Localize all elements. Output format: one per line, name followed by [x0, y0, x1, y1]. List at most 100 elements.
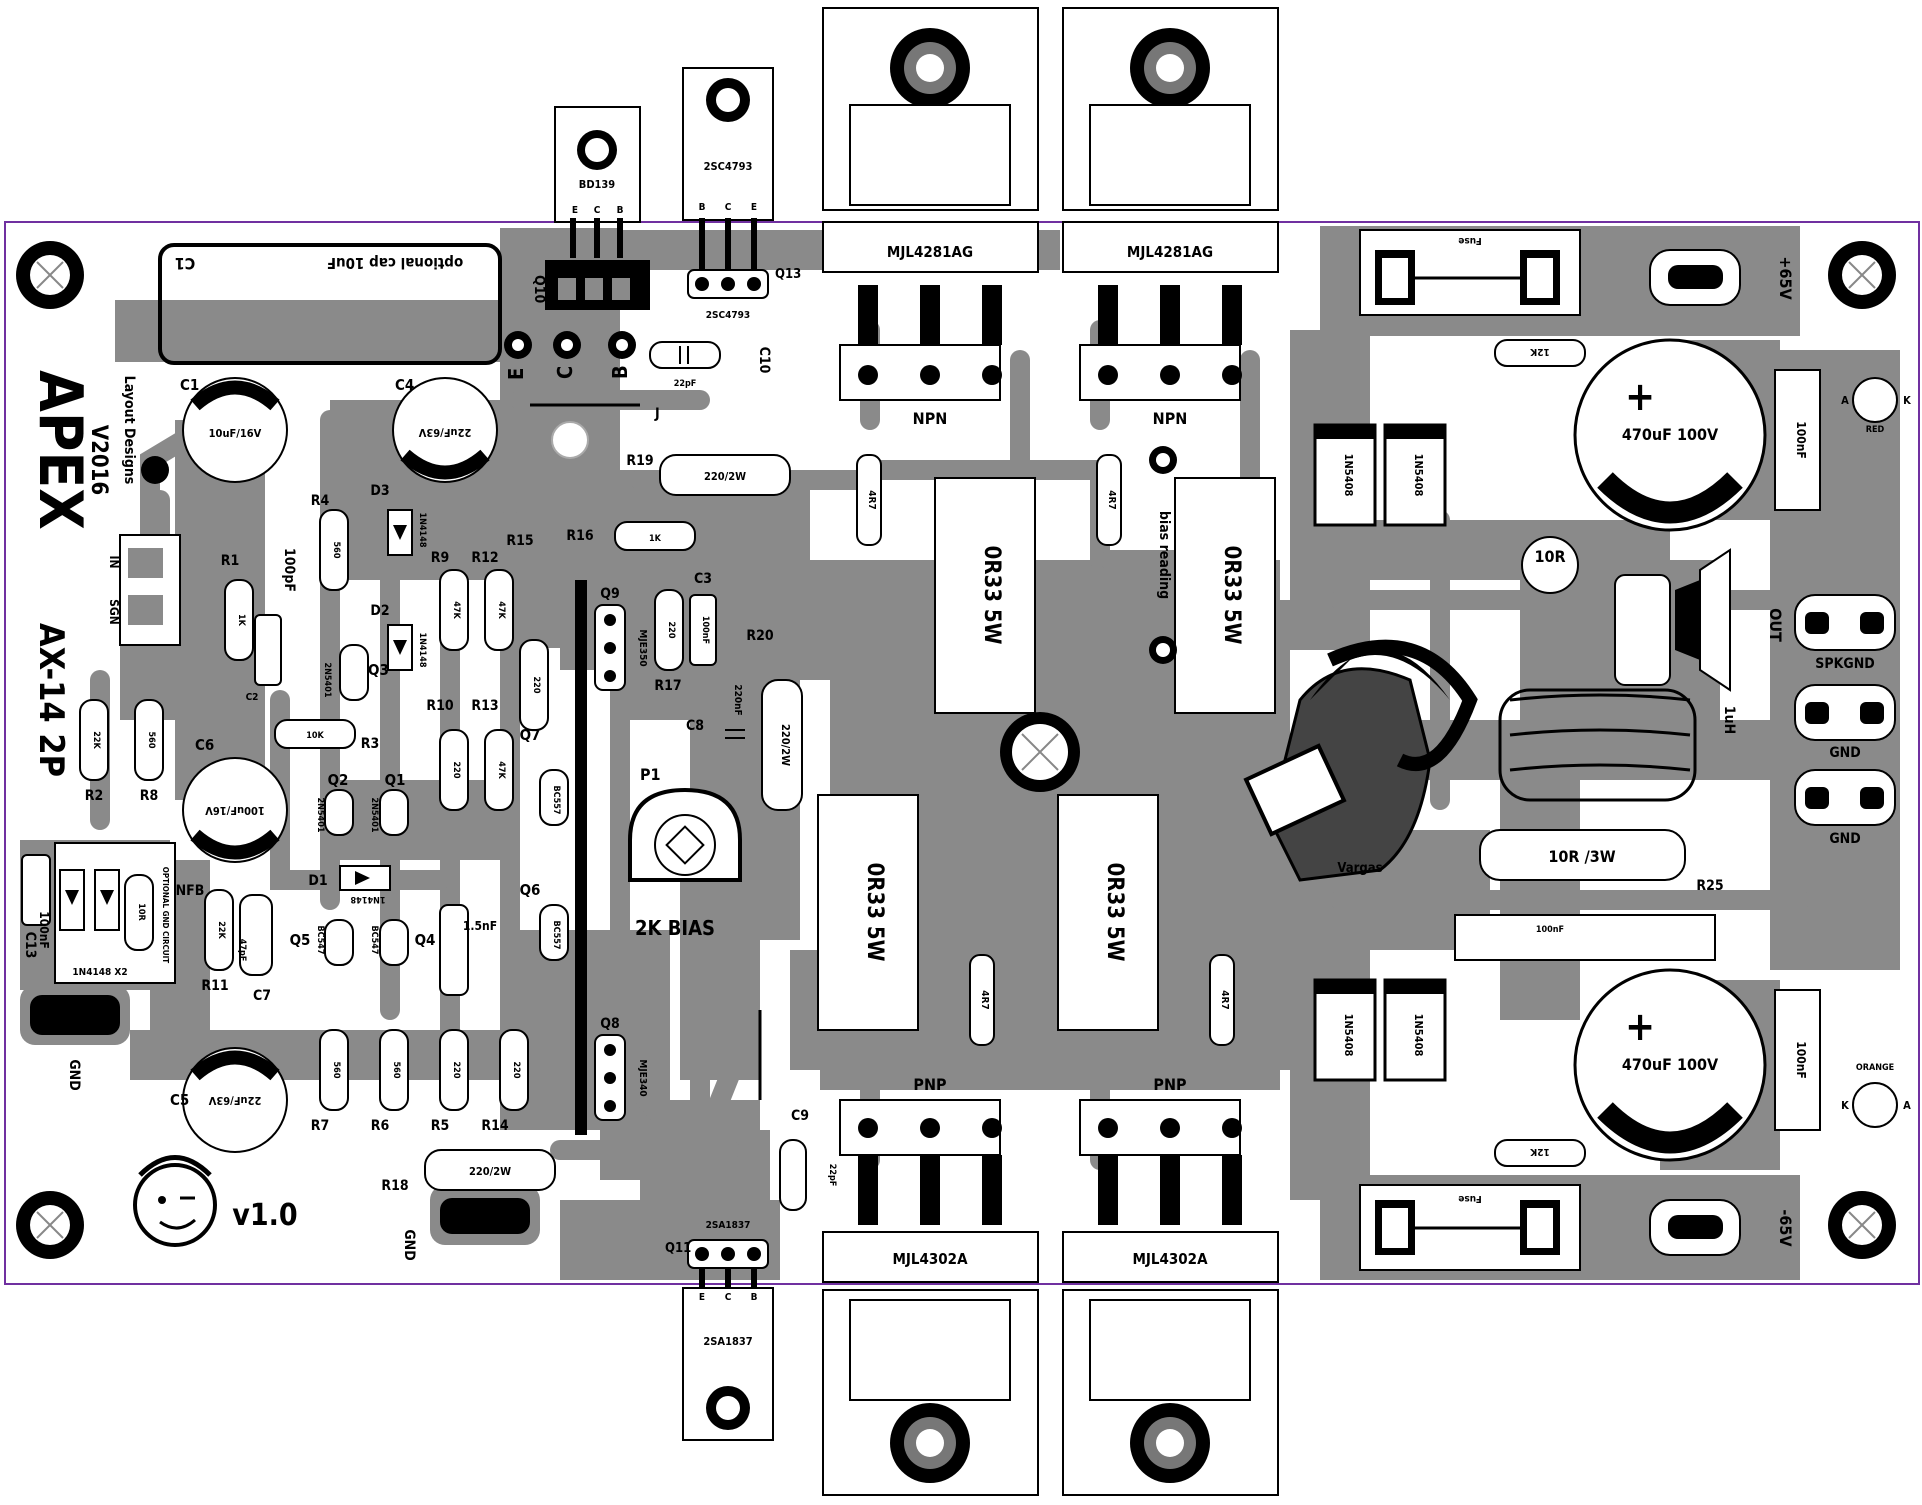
svg-text:10K: 10K [306, 731, 324, 741]
svg-text:Q6: Q6 [520, 881, 541, 899]
svg-text:R5: R5 [431, 1118, 449, 1134]
svg-text:47K: 47K [496, 761, 506, 779]
svg-text:47K: 47K [451, 601, 461, 619]
base-resistors-4r7: 4R7 4R7 4R7 4R7 [856, 454, 1235, 1046]
svg-text:10R: 10R [136, 903, 146, 921]
svg-text:OUT: OUT [1766, 608, 1785, 642]
mounting-holes [16, 241, 1896, 1259]
small-resistors [79, 454, 803, 1191]
svg-text:R25: R25 [1696, 878, 1723, 894]
svg-text:BC557: BC557 [551, 920, 561, 949]
svg-text:1N5408: 1N5408 [1342, 1014, 1355, 1057]
svg-text:220: 220 [531, 677, 541, 694]
svg-text:10uF/16V: 10uF/16V [209, 427, 262, 440]
q13-package: 2SC4793 B C E 2SC4793 Q13 [682, 67, 801, 321]
svg-text:220/2W: 220/2W [779, 724, 792, 766]
svg-text:D1: D1 [308, 873, 327, 889]
svg-text:2SA1837: 2SA1837 [706, 1220, 751, 1231]
svg-text:v1.0: v1.0 [232, 1198, 297, 1233]
svg-text:MJL4281AG: MJL4281AG [887, 243, 973, 261]
svg-text:APEX: APEX [25, 370, 95, 530]
svg-text:E: E [572, 205, 578, 216]
svg-text:22pF: 22pF [827, 1164, 837, 1187]
svg-text:MJE350: MJE350 [637, 629, 648, 666]
svg-text:ORANGE: ORANGE [1856, 1063, 1894, 1073]
svg-text:560: 560 [391, 1062, 401, 1079]
svg-text:R4: R4 [311, 493, 330, 509]
svg-text:C5: C5 [170, 1091, 189, 1109]
svg-text:R17: R17 [654, 678, 681, 694]
svg-text:MJL4302A: MJL4302A [892, 1250, 968, 1268]
small-transistors [324, 644, 569, 966]
svg-text:100nF: 100nF [37, 911, 51, 949]
svg-text:0R33 5W: 0R33 5W [979, 545, 1004, 644]
svg-text:C9: C9 [791, 1108, 809, 1124]
svg-text:IN: IN [107, 555, 121, 568]
svg-text:R9: R9 [431, 550, 449, 566]
input-connector: IN SGN [107, 534, 181, 646]
svg-text:MJE340: MJE340 [637, 1059, 648, 1096]
svg-text:+: + [1625, 374, 1655, 420]
svg-text:C2: C2 [246, 692, 259, 703]
svg-text:Vargas: Vargas [1337, 861, 1382, 876]
svg-text:R8: R8 [140, 788, 158, 804]
svg-text:GND: GND [66, 1059, 82, 1090]
svg-text:0R33 5W: 0R33 5W [862, 862, 887, 961]
svg-text:MJL4302A: MJL4302A [1132, 1250, 1208, 1268]
svg-text:C6: C6 [195, 736, 214, 754]
svg-text:1.5nF: 1.5nF [463, 919, 497, 933]
svg-text:0R33 5W: 0R33 5W [1102, 862, 1127, 961]
svg-text:Fuse: Fuse [1458, 235, 1482, 246]
svg-text:E: E [751, 202, 757, 213]
svg-text:100nF: 100nF [1794, 421, 1808, 459]
svg-text:R6: R6 [371, 1118, 390, 1134]
gnd-terminals-left: GND GND [30, 995, 530, 1261]
svg-text:10R: 10R [1534, 547, 1565, 566]
svg-text:R12: R12 [471, 550, 498, 566]
svg-text:R20: R20 [746, 628, 773, 644]
svg-text:A: A [1841, 394, 1849, 407]
svg-text:BC557: BC557 [551, 785, 561, 814]
emitter-resistors: 0R33 5W 0R33 5W 0R33 5W 0R33 5W [817, 477, 1276, 1031]
svg-text:RED: RED [1866, 425, 1885, 435]
svg-text:22pF: 22pF [674, 379, 697, 389]
driver-transistors: Q9 MJE350 Q8 MJE340 [575, 580, 648, 1135]
svg-text:C1: C1 [175, 254, 196, 273]
svg-text:SPKGND: SPKGND [1815, 656, 1874, 672]
svg-text:B: B [608, 365, 632, 379]
svg-text:bias reading: bias reading [1156, 511, 1172, 599]
jumper: J [530, 403, 762, 1100]
svg-text:D3: D3 [370, 483, 389, 499]
svg-text:B: B [617, 205, 624, 216]
svg-text:K: K [1903, 394, 1911, 407]
svg-text:Q1: Q1 [385, 771, 406, 789]
svg-text:1K: 1K [649, 534, 662, 544]
mascot-logo: v1.0 [133, 1155, 298, 1247]
svg-text:R18: R18 [381, 1178, 408, 1194]
speaker-terminals: SPKGND GND GND [1794, 594, 1896, 847]
svg-text:A: A [1903, 1099, 1911, 1112]
bias-potentiometer: P1 2K BIAS [628, 765, 742, 940]
svg-text:100nF: 100nF [1536, 925, 1564, 935]
svg-text:J: J [654, 406, 660, 422]
svg-text:E: E [699, 1292, 705, 1303]
svg-text:220: 220 [511, 1062, 521, 1079]
svg-text:2SC4793: 2SC4793 [704, 160, 753, 173]
electrolytic-caps-left: 10uF/16V C1 22uF/63V C4 100uF/16V C6 22u… [170, 376, 498, 1153]
svg-text:1N4148 X2: 1N4148 X2 [72, 967, 127, 978]
svg-text:2N5401: 2N5401 [322, 663, 332, 698]
rectifier-diodes: 1N5408 1N5408 1N5408 1N5408 [1313, 423, 1447, 1082]
svg-text:P1: P1 [640, 765, 661, 784]
svg-text:D2: D2 [370, 603, 389, 619]
svg-text:C: C [553, 366, 577, 379]
svg-text:NPN: NPN [1153, 409, 1188, 428]
fuses: Fuse Fuse [1359, 229, 1581, 1271]
q10-pads: E C B [504, 331, 636, 380]
svg-text:+65V: +65V [1776, 256, 1795, 300]
svg-text:R3: R3 [361, 736, 379, 752]
resistors-12k: 12K 12K [1494, 339, 1586, 1167]
svg-text:R1: R1 [221, 553, 239, 569]
svg-text:C3: C3 [694, 571, 712, 587]
svg-text:560: 560 [331, 542, 341, 559]
